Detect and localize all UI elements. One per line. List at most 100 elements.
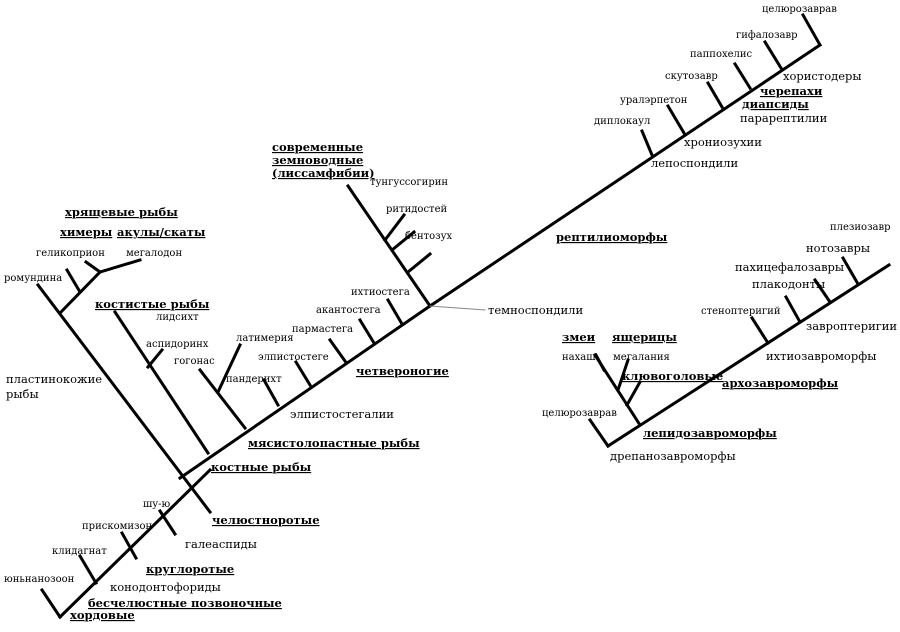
branch-acanthostega bbox=[357, 317, 377, 346]
label-gnathostomes: челюстноротые bbox=[212, 513, 320, 527]
label-holocephali-fish: хрящевые рыбы bbox=[65, 205, 178, 219]
branch-parmastega bbox=[327, 337, 348, 364]
branch-squamates bbox=[616, 358, 630, 392]
label-megalania: мегалания bbox=[613, 352, 670, 363]
label-priscomyzon: прискомизон bbox=[82, 521, 153, 532]
branch-latimeria bbox=[216, 343, 242, 394]
branch-uralerpeton bbox=[665, 103, 687, 136]
branch-diplocaulus bbox=[640, 129, 654, 157]
branch-sarcopterygii bbox=[197, 367, 248, 431]
branch-chimaeras bbox=[64, 267, 83, 295]
label-lissamphibia-line3: (лиссамфибии) bbox=[272, 166, 375, 180]
branch-rhynchocephalia bbox=[624, 379, 643, 408]
label-reptiliomorphs: рептилиоморфы bbox=[556, 230, 668, 244]
label-lizards: ящерицы bbox=[612, 330, 677, 344]
label-ichthyosauromorphs: ихтиозавроморфы bbox=[766, 349, 876, 363]
branch-temnospondyls bbox=[345, 183, 433, 309]
label-drepanosauromorphs: дрепанозавроморфы bbox=[610, 449, 736, 463]
label-lissamphibia-line1: современные bbox=[272, 140, 363, 154]
tree-branches bbox=[35, 12, 892, 620]
branch-coelurosauravus-top bbox=[800, 12, 823, 48]
branch-elpistostegalia bbox=[261, 377, 281, 408]
label-yunnanozoon: юньнанозоон bbox=[4, 574, 75, 585]
label-sauropterygia: завроптеригии bbox=[806, 319, 897, 333]
label-pappochelys: паппохелис bbox=[690, 49, 753, 60]
label-lepidosauromorphs: лепидозавроморфы bbox=[643, 426, 777, 440]
label-parmastega: пармастега bbox=[292, 324, 353, 335]
label-vertebrata: бесчелюстные позвоночные bbox=[88, 596, 282, 610]
branch-nothosaurs bbox=[840, 255, 861, 287]
label-aspidorhynchus: аспидоринх bbox=[146, 339, 209, 350]
branch-ritidostei bbox=[389, 229, 417, 253]
label-conodonts: конодонтофориды bbox=[110, 580, 221, 594]
label-panderichthys: пандерихт bbox=[226, 374, 282, 385]
label-elpistostegalia: элпистостегалии bbox=[290, 407, 394, 421]
branch-benthosuchus bbox=[405, 251, 433, 275]
label-nahash: нахаш bbox=[562, 352, 596, 363]
branch-ichthyostega bbox=[385, 297, 405, 327]
trunk-chordates-to-placoderms bbox=[57, 467, 213, 620]
branch-stenopterygius bbox=[749, 315, 771, 346]
branch-tungussogyrinus bbox=[382, 212, 407, 243]
label-hyphalosaurus: гифалозавр bbox=[736, 30, 798, 41]
label-coelurosauravus-top: целюрозаврав bbox=[762, 4, 837, 15]
label-helicoprion: геликоприон bbox=[36, 248, 105, 259]
branch-nahash bbox=[593, 352, 607, 373]
label-megalodon: мегалодон bbox=[126, 248, 182, 259]
label-diapsids: диапсиды bbox=[742, 97, 809, 111]
trunk-reptiliomorphs bbox=[427, 42, 823, 309]
label-romundina: ромундина bbox=[4, 273, 62, 284]
label-snakes: змеи bbox=[562, 330, 596, 344]
label-shuyu: шу-ю bbox=[143, 499, 171, 510]
label-ritidostei: ритидостей bbox=[386, 204, 447, 215]
label-benthosuchus: бентозух bbox=[405, 231, 452, 242]
label-placoderms-line2: рыбы bbox=[6, 387, 39, 401]
label-acanthostega: акантостега bbox=[316, 305, 381, 316]
label-ichthyostega: ихтиостега bbox=[351, 287, 410, 298]
tree-labels: хордовые бесчелюстные позвоночные конодо… bbox=[4, 4, 897, 622]
label-turtles: черепахи bbox=[760, 84, 823, 98]
branch-coelurosauravus bbox=[587, 417, 611, 449]
label-lissamphibia-line2: земноводные bbox=[272, 153, 363, 167]
label-sarcopterygii: мясистолопастные рыбы bbox=[248, 436, 420, 450]
branch-yunnanozoon bbox=[39, 587, 63, 620]
label-parareptiles: парарептилии bbox=[740, 111, 828, 125]
branch-placoderms-and-chondrichthyes bbox=[35, 282, 213, 515]
label-rhynchocephalia: клювоголовые bbox=[622, 369, 723, 383]
branch-sharks-split bbox=[83, 259, 103, 275]
label-pachycephalosaurs: пахицефалозавры bbox=[735, 260, 844, 274]
label-chimaeras: химеры bbox=[60, 225, 113, 239]
label-elpistostege: элпистостеге bbox=[258, 352, 329, 363]
label-latimeria: латимерия bbox=[236, 333, 294, 344]
label-plesiosaur: плезиозавр bbox=[830, 222, 891, 233]
label-galeaspids: галеаспиды bbox=[185, 537, 257, 551]
label-placoderms-line1: пластинокожие bbox=[6, 372, 102, 386]
label-placodonts: плакодонты bbox=[752, 277, 825, 291]
branch-elpistostege bbox=[293, 359, 313, 388]
label-uralerpeton: уралэрпетон bbox=[620, 95, 688, 106]
label-sharks: акулы/скаты bbox=[117, 225, 206, 239]
label-coelurosauravus: целюрозаврав bbox=[542, 408, 617, 419]
branch-priscomyzon bbox=[119, 530, 139, 561]
label-gogonasus: гогонас bbox=[174, 356, 215, 367]
label-chordata: хордовые bbox=[70, 608, 135, 622]
trunk-diapsids bbox=[605, 262, 892, 449]
branch-shuyu bbox=[157, 508, 178, 537]
branch-hyphalosaurus bbox=[762, 39, 784, 71]
branch-placodonts bbox=[783, 294, 803, 325]
label-archosauromorphs: архозавроморфы bbox=[722, 376, 839, 390]
label-cyclostomes: круглоротые bbox=[146, 562, 234, 576]
label-chroniosuchians: хрониозухии bbox=[684, 135, 762, 149]
trunk-bony-fish-to-tetrapods bbox=[177, 303, 433, 481]
branch-pappochelys bbox=[732, 61, 753, 91]
label-diplocaulus: диплокаул bbox=[594, 116, 650, 127]
branch-aspidorhynchus bbox=[145, 347, 165, 370]
label-stenopterygius: стеноптеригий bbox=[701, 306, 781, 317]
label-lepospondyls: лепоспондили bbox=[651, 156, 738, 170]
label-nothosaurs: нотозавры bbox=[806, 241, 870, 255]
label-scutosaurus: скутозавр bbox=[665, 71, 718, 82]
label-tetrapods: четвероногие bbox=[356, 364, 449, 378]
label-lidsikht: лидсихт bbox=[156, 312, 199, 323]
label-tungussogyrinus: тунгуссогирин bbox=[370, 177, 448, 188]
branch-scutosaurus bbox=[705, 80, 725, 110]
